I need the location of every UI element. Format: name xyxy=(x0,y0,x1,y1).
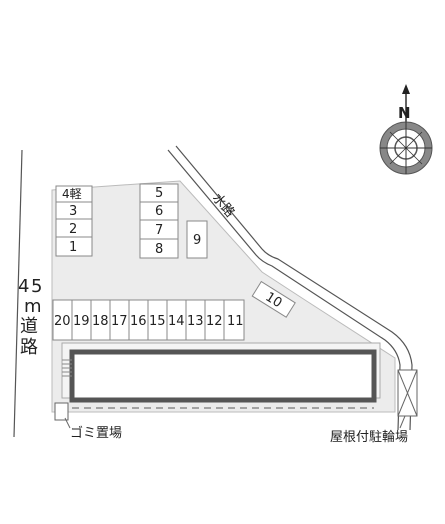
parking-slot-13: 13 xyxy=(187,314,204,329)
svg-text:5: 5 xyxy=(31,276,42,297)
svg-text:路: 路 xyxy=(20,337,38,358)
parking-slot-8: 8 xyxy=(155,242,163,257)
canal-edge-inner xyxy=(167,149,401,431)
compass-north-letter: N xyxy=(398,104,411,122)
parking-slot-10-group: 10 xyxy=(251,280,296,318)
parking-slot-19: 19 xyxy=(73,314,90,329)
parking-slot-10: 10 xyxy=(262,290,284,311)
canal-edge-outer xyxy=(175,145,413,431)
bicycle-shed-label: 屋根付駐輪場 xyxy=(330,429,408,445)
parking-slot-17: 17 xyxy=(111,314,128,329)
parking-slot-4: 4軽 xyxy=(62,187,82,201)
parking-slot-6: 6 xyxy=(155,204,163,219)
parking-block-left: 4軽 3 2 1 xyxy=(55,185,93,257)
parking-slot-1: 1 xyxy=(69,240,77,255)
parking-slot-5: 5 xyxy=(155,186,163,201)
parking-slot-9-box xyxy=(186,220,208,259)
parking-slot-14: 14 xyxy=(168,314,185,329)
building xyxy=(61,342,381,409)
road-label: 4 5 m 道 路 xyxy=(18,276,42,358)
parking-slot-16: 16 xyxy=(130,314,147,329)
parking-slot-20: 20 xyxy=(54,314,71,329)
parking-block-center: 5 6 7 8 xyxy=(139,183,179,259)
compass-icon: N xyxy=(379,84,433,175)
parking-slot-2: 2 xyxy=(69,222,77,237)
canal-label: 水路 xyxy=(209,190,238,220)
bicycle-shed xyxy=(397,369,418,417)
parking-slot-9: 9 xyxy=(193,233,201,248)
svg-text:4: 4 xyxy=(18,276,29,297)
garbage-label: ゴミ置場 xyxy=(70,425,122,441)
svg-text:m: m xyxy=(24,296,42,317)
parking-slot-18: 18 xyxy=(92,314,109,329)
parking-slot-12: 12 xyxy=(206,314,223,329)
road-edge-line xyxy=(13,149,23,438)
parking-slot-15: 15 xyxy=(149,314,166,329)
svg-text:道: 道 xyxy=(20,316,38,337)
parking-slot-3: 3 xyxy=(69,204,77,219)
garbage-area xyxy=(54,402,69,421)
parking-slot-7: 7 xyxy=(155,223,163,238)
parking-slot-11: 11 xyxy=(227,314,244,329)
parking-row: 20 19 18 17 16 15 14 13 12 11 xyxy=(52,299,245,341)
